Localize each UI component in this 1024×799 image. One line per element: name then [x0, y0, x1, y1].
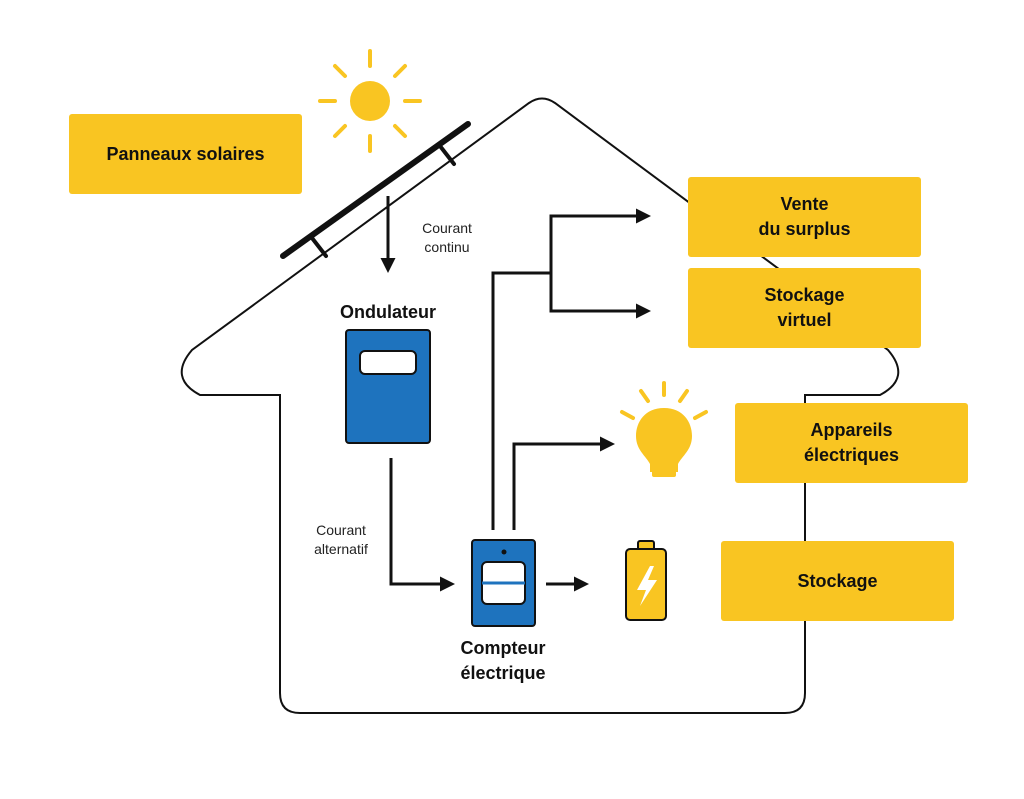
box-vente-line2: du surplus [758, 219, 851, 239]
box-stockage-line1: Stockage [797, 570, 878, 591]
box-appareils-line1: Appareils [810, 420, 893, 440]
box-vente-line1: Vente [780, 194, 829, 214]
arrow-to-vente [549, 208, 651, 273]
meter-icon [471, 539, 536, 627]
arrow-inverter-to-meter [389, 458, 455, 592]
box-stockage-virtuel-line2: virtuel [777, 310, 832, 330]
label-courant-continu-line2: continu [424, 239, 470, 255]
label-ondulateur: Ondulateur [339, 302, 436, 322]
box-appareils-line2: électriques [803, 445, 900, 465]
box-panneaux-solaires: Panneaux solaires [69, 114, 302, 194]
light-bulb-icon [620, 381, 708, 477]
label-courant-alternatif-line2: alternatif [314, 541, 368, 557]
box-appareils-electriques: Appareils électriques [735, 403, 968, 483]
box-panneaux-line1: Panneaux solaires [106, 143, 265, 164]
label-compteur-line2: électrique [460, 663, 546, 683]
line-meter-to-grid [491, 271, 551, 530]
solar-panel-icon [280, 121, 471, 259]
box-stockage: Stockage [721, 541, 954, 621]
inverter-icon [345, 329, 431, 444]
label-courant-alternatif-line1: Courant [316, 522, 366, 538]
sun-icon [318, 49, 422, 153]
label-compteur-line1: Compteur [460, 638, 546, 658]
battery-icon [625, 540, 667, 621]
box-stockage-virtuel-line1: Stockage [764, 285, 845, 305]
label-courant-continu-line1: Courant [422, 220, 472, 236]
arrow-to-appliances [512, 436, 615, 530]
box-vente-surplus: Vente du surplus [688, 177, 921, 257]
arrow-to-stockage-virtuel [549, 273, 651, 319]
house-outline [180, 97, 900, 714]
label-courant-alternatif: Courant alternatif [298, 521, 384, 559]
box-stockage-virtuel: Stockage virtuel [688, 268, 921, 348]
label-courant-continu: Courant continu [405, 219, 489, 257]
label-compteur-electrique: Compteur électrique [433, 636, 573, 686]
